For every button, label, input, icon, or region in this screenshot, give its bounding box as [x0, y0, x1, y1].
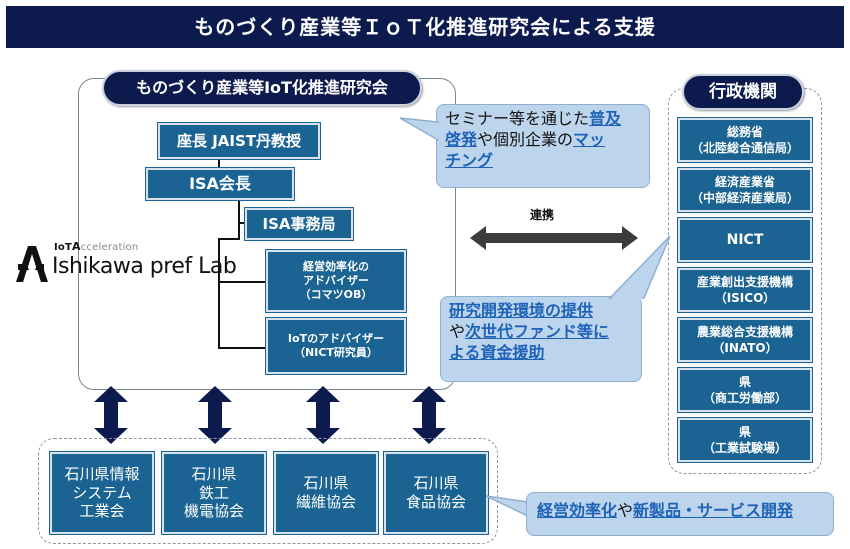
callout-funding-pointer: [608, 236, 671, 300]
org-connector-advisor1: [218, 281, 268, 283]
org-connector-office: [238, 222, 246, 224]
association-iron-machinery: 石川県 鉄工 機電協会: [161, 451, 267, 535]
advisor-iot-box: IoTのアドバイザー （NICT研究員）: [265, 317, 407, 375]
gov-item-meti: 経済産業省 （中部経済産業局）: [677, 167, 813, 213]
callout-seminar-text1: セミナー等を通じた: [445, 109, 590, 128]
collaboration-label: 連携: [530, 208, 555, 222]
gov-item-pref-commerce-line1: 県: [738, 374, 751, 389]
ishikawa-lab-logo: IoTAcceleration Ishikawa pref Lab: [10, 238, 237, 290]
callout-seminar: セミナー等を通じた普及 啓発や個別企業のマッ チング: [436, 104, 650, 188]
logo-tagline: IoTAcceleration: [54, 240, 138, 253]
association-iron-machinery-line2: 鉄工: [198, 483, 229, 502]
chair-box: 座長 JAIST丹教授: [157, 122, 321, 160]
gov-item-inato-line1: 農業総合支援機構: [696, 324, 793, 339]
advisor-efficiency-box: 経営効率化の アドバイザー （コマツOB）: [265, 249, 407, 313]
logo-tagline-iot: IoT: [54, 242, 73, 253]
association-textile: 石川県 繊維協会: [273, 451, 379, 535]
advisor-efficiency-line2: アドバイザー: [303, 274, 369, 288]
org-connector-chair: [218, 160, 220, 170]
advisor-efficiency-line3: （コマツOB）: [299, 287, 373, 301]
logo-tagline-a: A: [72, 240, 81, 253]
association-textile-line2: 繊維協会: [295, 493, 356, 511]
advisor-iot-line1: IoTのアドバイザー: [287, 332, 385, 346]
double-arrow-3: [306, 386, 340, 444]
isa-office-box: ISA事務局: [244, 207, 354, 241]
gov-item-isico-line2: （ISICO）: [714, 291, 776, 305]
double-arrow-4: [412, 386, 446, 444]
gov-item-pref-lab: 県 （工業試験場）: [677, 417, 813, 463]
logo-tagline-rest: cceleration: [80, 242, 139, 253]
org-connector-vertical-2: [218, 238, 220, 348]
gov-item-inato-line2: （INATO）: [712, 341, 778, 355]
association-food: 石川県 食品協会: [383, 451, 489, 535]
research-group-title: ものづくり産業等IoT化推進研究会: [102, 70, 422, 106]
org-connector-advisor2: [218, 347, 268, 349]
gov-item-pref-commerce-line2: （商工労働部）: [702, 391, 787, 405]
double-arrow-2: [198, 386, 232, 444]
gov-item-inato: 農業総合支援機構 （INATO）: [677, 317, 813, 363]
association-food-line2: 食品協会: [405, 493, 466, 511]
advisor-iot-line2: （NICT研究員）: [294, 346, 378, 359]
link-promotion[interactable]: 普及: [589, 109, 622, 128]
isa-president-box: ISA会長: [145, 167, 295, 201]
gov-item-mic-line2: （北陸総合通信局）: [690, 141, 799, 155]
link-matching-2[interactable]: チング: [445, 150, 494, 170]
association-iron-machinery-line3: 機電協会: [183, 502, 244, 521]
callout-seminar-pointer: [400, 117, 440, 142]
association-iron-machinery-line1: 石川県: [191, 464, 237, 483]
callout-efficiency-text: や: [617, 501, 634, 520]
gov-item-mic: 総務省 （北陸総合通信局）: [677, 117, 813, 163]
association-textile-line1: 石川県: [303, 474, 349, 493]
link-rd-environment[interactable]: 研究開発環境の提供: [449, 301, 594, 320]
org-connector-top: [218, 238, 240, 240]
callout-efficiency: 経営効率化や新製品・サービス開発: [526, 492, 834, 536]
gov-item-pref-commerce: 県 （商工労働部）: [677, 367, 813, 413]
gov-item-mic-line1: 総務省: [726, 124, 763, 139]
gov-item-nict-line1: NICT: [726, 231, 764, 248]
collaboration-arrow: [470, 226, 638, 250]
link-new-products[interactable]: 新製品・サービス開発: [633, 501, 794, 520]
org-connector-vertical-1: [238, 200, 240, 238]
banner-title: ものづくり産業等ＩｏＴ化推進研究会による支援: [6, 6, 844, 48]
callout-funding-text1: や: [449, 321, 466, 341]
advisor-efficiency-line1: 経営効率化の: [303, 260, 369, 274]
gov-item-pref-lab-line1: 県: [738, 424, 751, 439]
logo-icon: [14, 242, 50, 282]
association-info-systems-line1: 石川県情報: [64, 464, 140, 483]
associations-container: [38, 438, 498, 544]
gov-item-pref-lab-line2: （工業試験場）: [702, 441, 787, 455]
association-food-line1: 石川県: [413, 474, 459, 493]
association-info-systems-line3: 工業会: [79, 502, 125, 521]
link-enlightenment[interactable]: 啓発: [445, 129, 478, 149]
callout-funding: 研究開発環境の提供 や次世代ファンド等に よる資金援助: [440, 296, 642, 382]
callout-seminar-text2: や個別企業の: [477, 129, 574, 149]
link-matching-1[interactable]: マッ: [573, 129, 606, 149]
link-next-gen-fund[interactable]: 次世代ファンド等に: [465, 321, 610, 341]
gov-item-meti-line1: 経済産業省: [714, 174, 775, 189]
association-info-systems-line2: システム: [72, 483, 132, 502]
double-arrow-1: [94, 386, 128, 444]
gov-item-isico: 産業創出支援機構 （ISICO）: [677, 267, 813, 313]
gov-item-nict: NICT: [677, 217, 813, 263]
gov-item-isico-line1: 産業創出支援機構: [696, 274, 793, 289]
logo-main-text: Ishikawa pref Lab: [52, 254, 237, 279]
government-title: 行政機関: [682, 74, 804, 110]
association-info-systems: 石川県情報 システム 工業会: [49, 451, 155, 535]
gov-item-meti-line2: （中部経済産業局）: [690, 191, 799, 205]
callout-bottom-pointer: [486, 495, 530, 518]
link-efficiency[interactable]: 経営効率化: [537, 501, 618, 520]
link-funding-support[interactable]: よる資金援助: [449, 342, 545, 362]
